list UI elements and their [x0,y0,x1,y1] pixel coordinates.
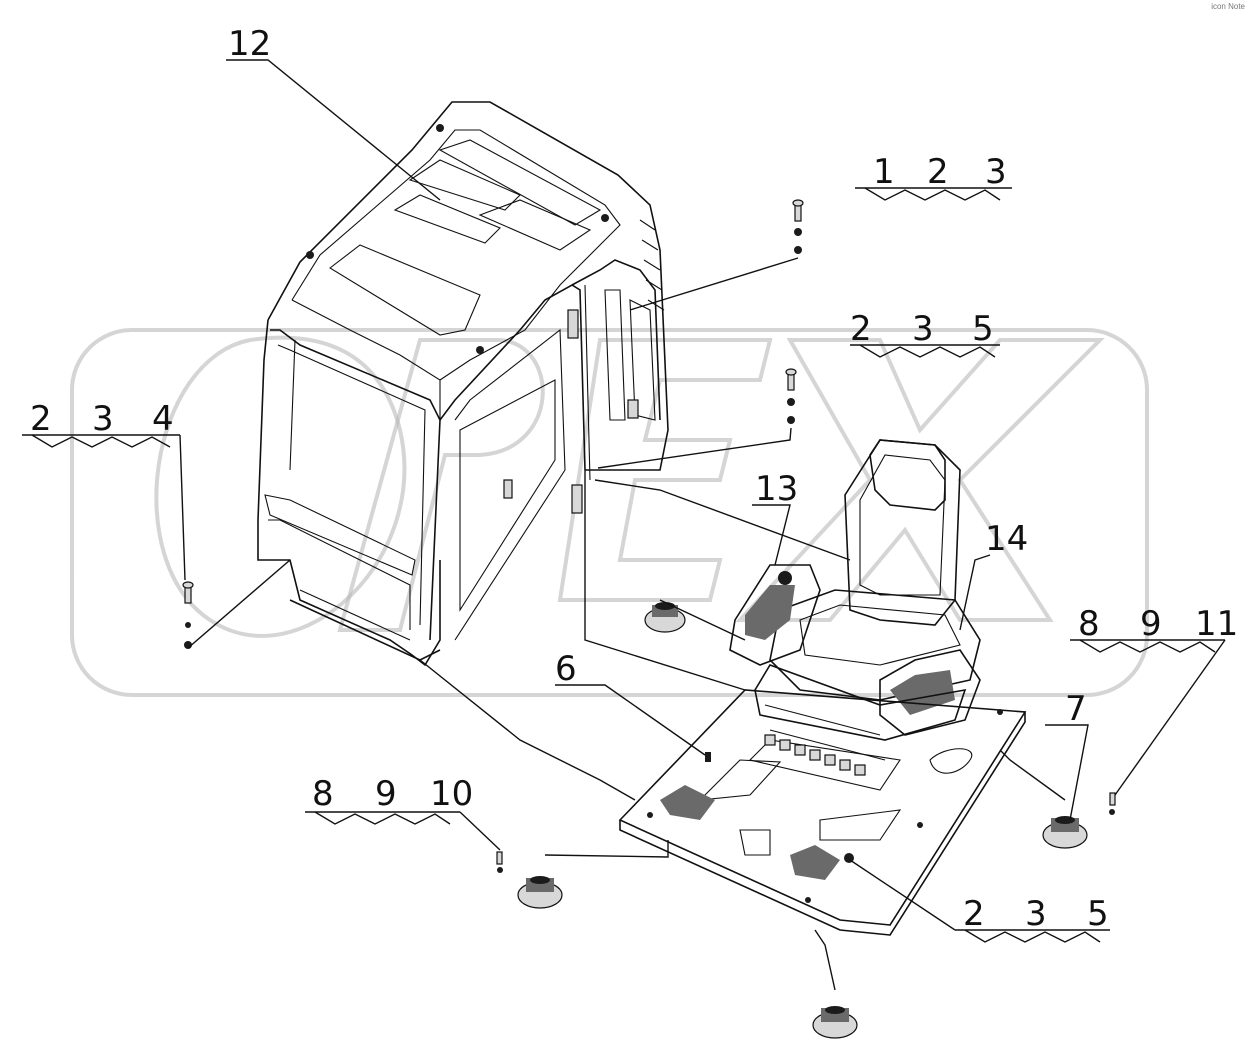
bolt-set-middle [785,368,797,424]
bolt-set-top [792,199,804,254]
callout-text: 13 [755,469,798,509]
floor-grill [764,734,866,776]
rubber-mount-left-rear [644,602,686,633]
callout-8-9-11: 8 9 11 [1078,604,1238,644]
rubber-mount-front-left [517,876,563,909]
callout-text: 11 [1195,604,1238,644]
callout-2-3-5-bottom: 2 3 5 [963,894,1109,934]
callout-2-3-4: 2 3 4 [30,399,174,439]
callout-text: 9 [1140,604,1162,644]
watermark-logo [70,328,1149,697]
callout-7: 7 [1065,689,1087,729]
callout-text: 7 [1065,689,1087,729]
callout-1-2-3: 1 2 3 [873,152,1007,192]
callout-text: 12 [228,24,271,64]
callout-text: 10 [430,774,473,814]
callout-text: 3 [985,152,1007,192]
callout-text: 14 [985,519,1028,559]
callout-text: 3 [92,399,114,439]
callout-text: 5 [1087,894,1109,934]
callout-text: 2 [850,309,872,349]
callout-12: 12 [228,24,271,64]
callout-text: 5 [972,309,994,349]
bolt-set-floor-6 [705,752,711,762]
callout-text: 4 [152,399,174,439]
callout-2-3-5-top: 2 3 5 [850,309,994,349]
operator-seat [729,439,981,761]
bolt-set-front-left [496,851,503,873]
callout-text: 8 [312,774,334,814]
callout-text: 8 [1078,604,1100,644]
corner-note: icon Note [1211,2,1245,11]
callout-text: 2 [30,399,52,439]
callout-14: 14 [985,519,1028,559]
callout-8-9-10: 8 9 10 [312,774,473,814]
callout-text: 6 [555,649,577,689]
callout-text: 2 [927,152,949,192]
leader-lines [22,59,1226,991]
callout-text: 2 [963,894,985,934]
rubber-mount-front-right [812,1006,858,1039]
rubber-mount-right-rear [1042,816,1088,849]
cab-assembly [257,101,669,667]
floor-plate [618,689,1027,936]
bolt-set-left [182,581,194,649]
callout-13: 13 [755,469,798,509]
callout-text: 1 [873,152,895,192]
callout-6: 6 [555,649,577,689]
callout-text: 9 [375,774,397,814]
callout-text: 3 [1025,894,1047,934]
bolt-set-right [1109,792,1116,815]
callout-text: 3 [912,309,934,349]
